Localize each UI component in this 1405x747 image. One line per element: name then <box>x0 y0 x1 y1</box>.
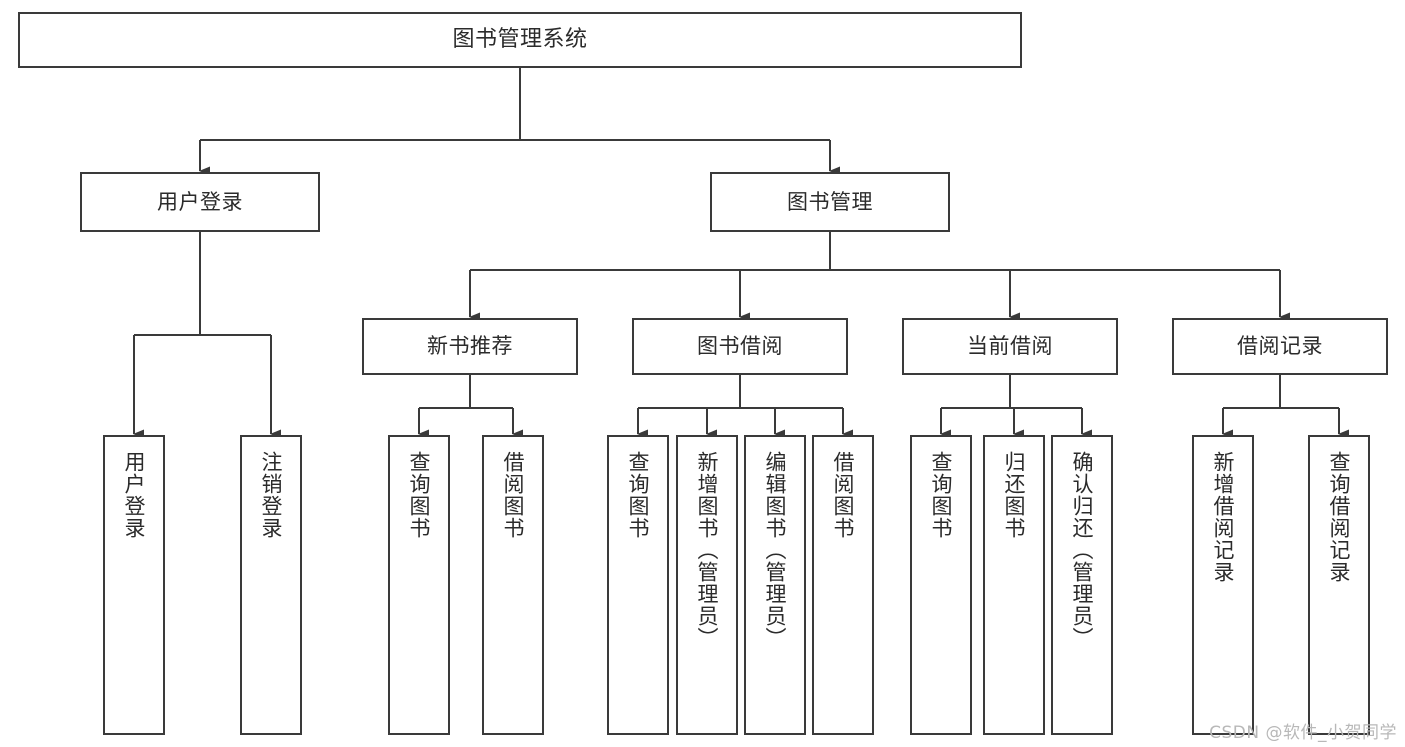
node-label: 新书推荐 <box>427 334 513 359</box>
node-label: 查询图书 <box>407 451 432 539</box>
node-label: 图书管理系统 <box>452 27 588 53</box>
node-leaf-new-query[interactable]: 查询图书 <box>388 435 450 735</box>
node-label: 新增图书（管理员） <box>695 451 720 649</box>
node-leaf-rec-query[interactable]: 查询借阅记录 <box>1308 435 1370 735</box>
node-leaf-bo-query[interactable]: 查询图书 <box>607 435 669 735</box>
node-leaf-cur-return[interactable]: 归还图书 <box>983 435 1045 735</box>
node-label: 用户登录 <box>122 451 147 539</box>
node-l2-current[interactable]: 当前借阅 <box>902 318 1118 375</box>
node-leaf-rec-add[interactable]: 新增借阅记录 <box>1192 435 1254 735</box>
node-label: 归还图书 <box>1002 451 1027 539</box>
node-leaf-bo-borrow[interactable]: 借阅图书 <box>812 435 874 735</box>
node-label: 新增借阅记录 <box>1211 451 1236 583</box>
node-root[interactable]: 图书管理系统 <box>18 12 1022 68</box>
node-leaf-cur-confirm[interactable]: 确认归还（管理员） <box>1051 435 1113 735</box>
node-l2-record[interactable]: 借阅记录 <box>1172 318 1388 375</box>
node-label: 图书管理 <box>787 189 873 214</box>
node-label: 借阅图书 <box>501 451 526 539</box>
node-leaf-new-borrow[interactable]: 借阅图书 <box>482 435 544 735</box>
csdn-watermark: CSDN @软件_小贺同学 <box>1209 723 1397 743</box>
node-leaf-cur-query[interactable]: 查询图书 <box>910 435 972 735</box>
node-label: 查询借阅记录 <box>1327 451 1352 583</box>
node-leaf-user-logout[interactable]: 注销登录 <box>240 435 302 735</box>
node-label: 借阅图书 <box>831 451 856 539</box>
node-label: 用户登录 <box>157 189 243 214</box>
node-leaf-bo-edit[interactable]: 编辑图书（管理员） <box>744 435 806 735</box>
node-label: 确认归还（管理员） <box>1070 451 1095 649</box>
node-label: 借阅记录 <box>1237 334 1323 359</box>
node-label: 图书借阅 <box>697 334 783 359</box>
node-label: 编辑图书（管理员） <box>763 451 788 649</box>
node-l1-user[interactable]: 用户登录 <box>80 172 320 232</box>
node-label: 查询图书 <box>929 451 954 539</box>
node-l2-newbook[interactable]: 新书推荐 <box>362 318 578 375</box>
node-leaf-user-login[interactable]: 用户登录 <box>103 435 165 735</box>
node-label: 当前借阅 <box>967 334 1053 359</box>
node-label: 查询图书 <box>626 451 651 539</box>
node-l1-book[interactable]: 图书管理 <box>710 172 950 232</box>
node-l2-borrow[interactable]: 图书借阅 <box>632 318 848 375</box>
node-leaf-bo-add[interactable]: 新增图书（管理员） <box>676 435 738 735</box>
node-label: 注销登录 <box>259 451 284 539</box>
